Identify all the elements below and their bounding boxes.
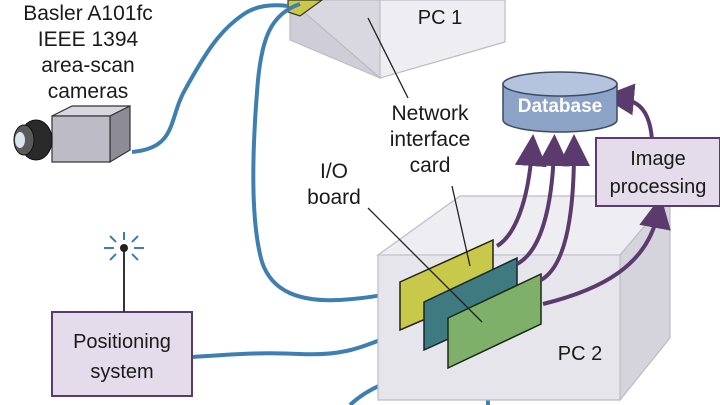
nic-label-3: card	[410, 154, 451, 177]
green-card	[447, 272, 542, 370]
database-icon: Database	[502, 71, 618, 133]
io-board-label: I/O board	[307, 160, 361, 209]
positioning-system-box: Positioning system	[51, 311, 193, 397]
nic-label-1: Network	[391, 102, 469, 125]
arrow-card-to-imgproc	[542, 196, 671, 306]
io-leader	[367, 207, 483, 323]
nic-label: Network interface card	[390, 102, 471, 177]
camera-label-3: area-scan	[41, 54, 134, 77]
arrow-card-to-db-3	[539, 134, 590, 282]
database-label: Database	[518, 96, 603, 117]
image-processing-label-2: processing	[610, 176, 707, 198]
camera-label-1: Basler A101fc	[23, 2, 153, 25]
pc1-box: PC 1	[289, 0, 506, 80]
image-processing-box: Image processing	[595, 137, 720, 207]
arrow-card-to-db-1	[495, 134, 547, 248]
antenna-icon	[104, 232, 144, 312]
camera-label: Basler A101fc IEEE 1394 area-scan camera…	[23, 2, 153, 103]
camera-label-2: IEEE 1394	[38, 28, 139, 51]
camera-cable	[131, 3, 289, 154]
pc2-label: PC 2	[558, 343, 602, 365]
positioning-label-1: Positioning	[73, 331, 171, 353]
positioning-label-2: system	[90, 361, 153, 383]
image-processing-label-1: Image	[630, 148, 686, 170]
camera-label-4: cameras	[48, 80, 129, 103]
nic-label-2: interface	[390, 128, 471, 151]
arrow-imgproc-to-db	[602, 83, 654, 141]
nic-leader-pc2	[451, 185, 471, 267]
pc1-label: PC 1	[418, 7, 462, 29]
io-label-2: board	[307, 186, 361, 209]
camera-icon	[13, 105, 131, 164]
nic-leader-pc1	[367, 17, 409, 99]
pc-link-cable	[251, 2, 409, 303]
arrow-card-to-db-2	[515, 134, 570, 266]
io-label-1: I/O	[320, 160, 348, 183]
